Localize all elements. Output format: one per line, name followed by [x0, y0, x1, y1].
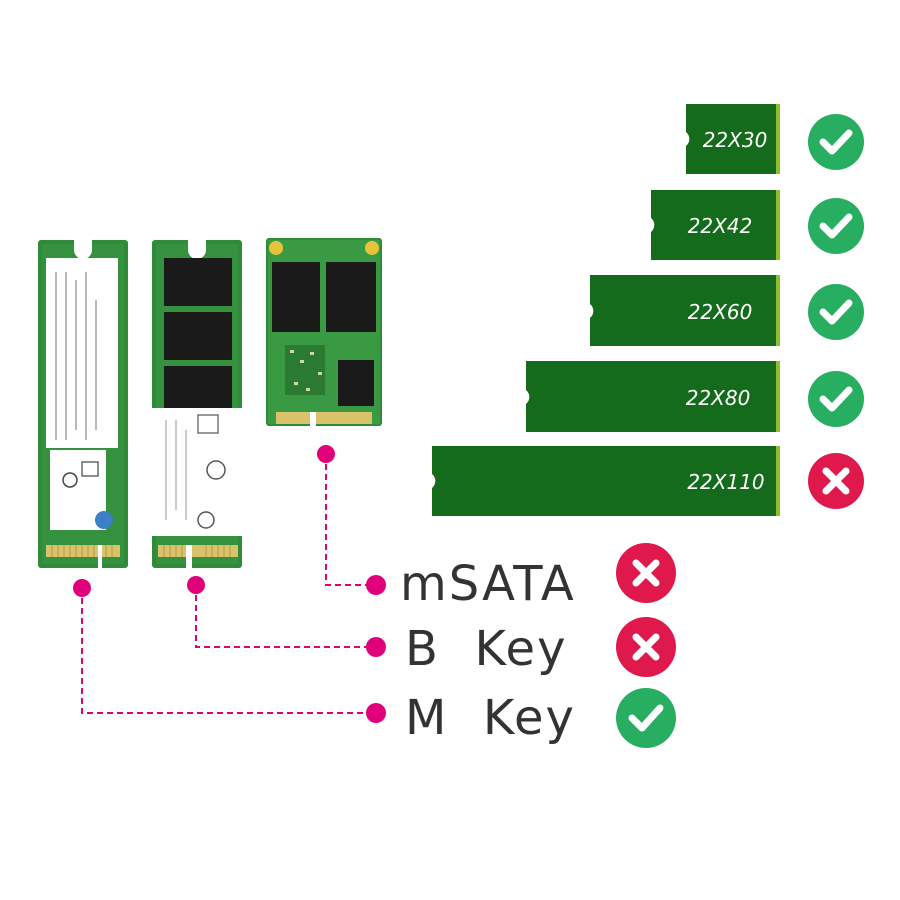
size-board-22x110: 22X110	[432, 446, 780, 516]
check-icon	[616, 688, 676, 748]
cross-icon	[616, 543, 676, 603]
check-icon	[808, 114, 864, 170]
check-icon	[808, 284, 864, 340]
b-key-ssd-image	[152, 240, 242, 568]
size-label: 22X80	[686, 386, 751, 410]
interface-label-msata: mSATA	[400, 556, 576, 612]
size-label: 22X60	[688, 300, 753, 324]
m-key-ssd-image	[38, 240, 128, 568]
msata-ssd-image	[266, 238, 382, 428]
leader-lines	[81, 454, 372, 714]
size-label: 22X42	[688, 214, 753, 238]
size-label: 22X30	[703, 128, 768, 152]
size-label: 22X110	[687, 470, 764, 494]
leader-b-key	[195, 585, 372, 648]
size-board-22x42: 22X42	[651, 190, 780, 260]
interface-label-b-key: B Key	[405, 621, 567, 677]
check-icon	[808, 198, 864, 254]
interface-label-m-key: M Key	[405, 690, 576, 746]
cross-icon	[616, 617, 676, 677]
size-board-22x60: 22X60	[590, 275, 780, 346]
size-board-22x80: 22X80	[526, 361, 780, 432]
size-board-22x30: 22X30	[686, 104, 780, 174]
cross-icon	[808, 453, 864, 509]
leader-msata	[325, 454, 372, 586]
leader-dots	[73, 445, 386, 723]
leader-m-key	[81, 588, 372, 714]
check-icon	[808, 371, 864, 427]
